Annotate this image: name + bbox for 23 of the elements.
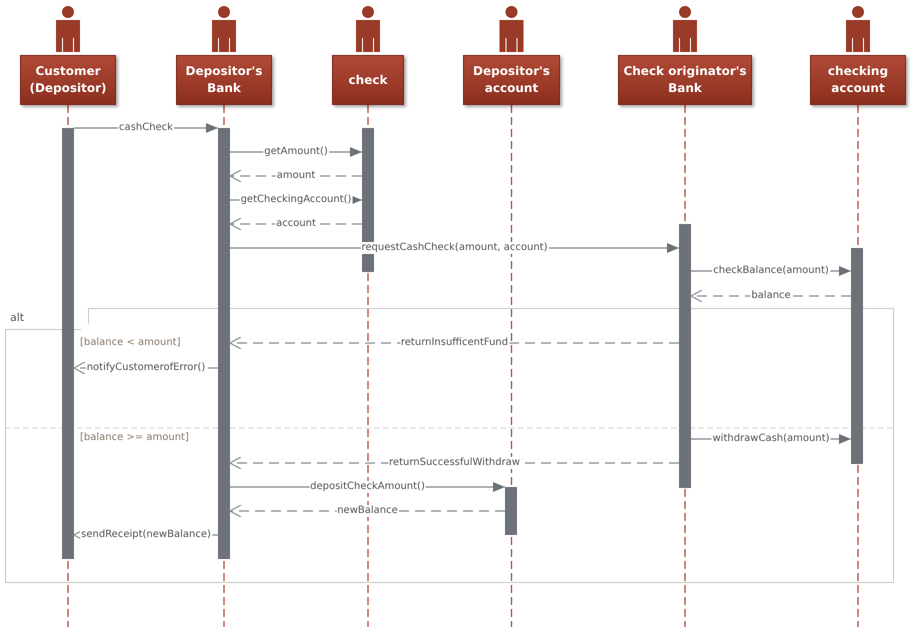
participant-box: Check originator's Bank	[618, 55, 752, 105]
activation-bar	[62, 128, 74, 559]
activation-bar	[679, 224, 691, 488]
message-label: requestCashCheck(amount, account)	[360, 242, 548, 254]
participant-box: checking account	[810, 55, 906, 105]
message-label: sendReceipt(newBalance)	[80, 529, 212, 541]
participant-box: Depositor's Bank	[176, 55, 272, 105]
message-label: depositCheckAmount()	[309, 481, 426, 493]
message-label: getCheckingAccount()	[240, 194, 352, 206]
message-label: withdrawCash(amount)	[711, 433, 831, 445]
message-label: notifyCustomerofError()	[86, 362, 206, 374]
message-label: checkBalance(amount)	[712, 265, 830, 277]
participant-box: Customer (Depositor)	[20, 55, 116, 105]
activation-bar	[851, 248, 863, 464]
activation-bar	[218, 128, 230, 559]
guard-condition: [balance >= amount]	[80, 432, 189, 443]
guard-condition: [balance < amount]	[80, 337, 180, 348]
message-label: returnSuccessfulWithdraw	[388, 457, 521, 469]
participant-box: check	[332, 55, 404, 105]
activation-bar	[505, 487, 517, 535]
participant-box: Depositor's account	[463, 55, 560, 105]
message-label: newBalance	[336, 505, 399, 517]
message-label: getAmount()	[263, 146, 329, 158]
